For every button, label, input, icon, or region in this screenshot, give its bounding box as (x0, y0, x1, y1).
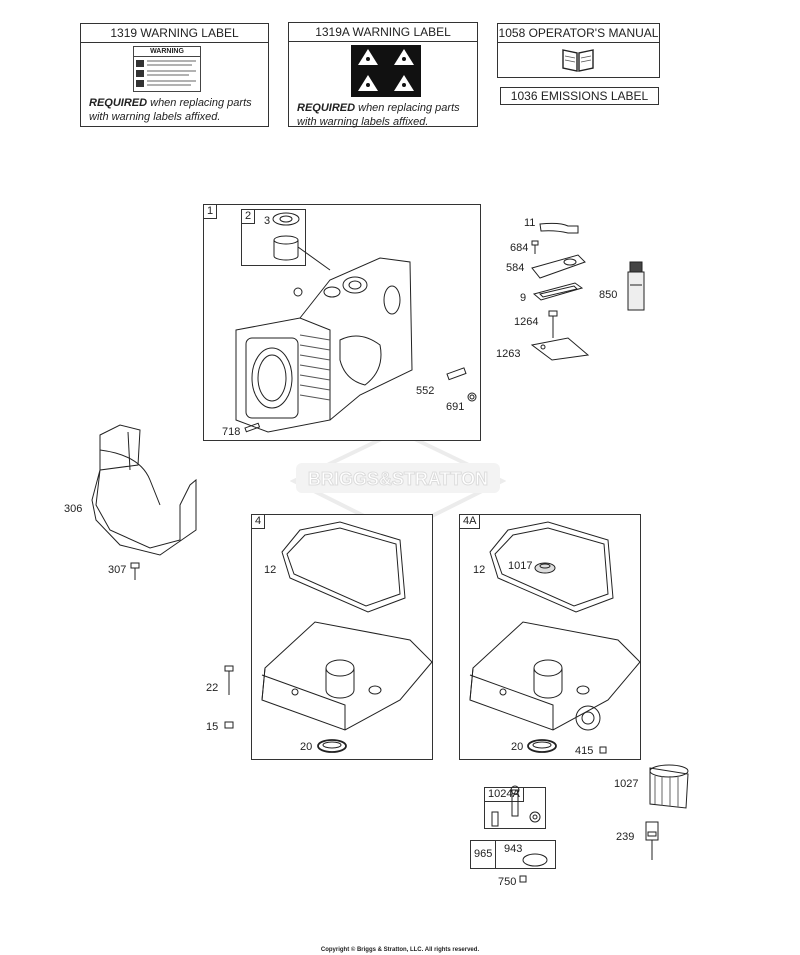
group-2-tag: 2 (241, 209, 256, 224)
oil-sump-part-4 (261, 621, 433, 731)
group-1-tag: 1 (203, 204, 218, 219)
plate-943-part (522, 853, 548, 867)
warning-sticker-heading: WARNING (134, 47, 200, 57)
seal-ring-part (272, 212, 300, 226)
callout-306: 306 (64, 503, 83, 515)
breather-gasket-part (532, 282, 584, 301)
screw-307-part (130, 562, 140, 580)
operators-manual-box: 1058 OPERATOR'S MANUAL (497, 23, 660, 78)
bolt-22-part (224, 665, 234, 695)
warning-label-1319-box: 1319 WARNING LABEL WARNING REQUIRED when… (80, 23, 269, 127)
callout-584: 584 (506, 262, 525, 274)
sump-gasket-part-4 (281, 521, 406, 613)
callout-552: 552 (416, 385, 435, 397)
callout-718: 718 (222, 426, 241, 438)
callout-850: 850 (599, 289, 618, 301)
callout-22: 22 (206, 682, 219, 694)
valve-1024a-part (491, 785, 520, 827)
briggs-watermark-logo: BRIGGS&STRATTON (290, 429, 506, 536)
callout-1027: 1027 (614, 778, 639, 790)
cylinder-block-part (235, 257, 413, 433)
emissions-label-title: 1036 EMISSIONS LABEL (510, 89, 649, 103)
callout-415: 415 (575, 745, 594, 757)
warning-sticker-image: WARNING (133, 46, 201, 92)
warning-label-1319-required-note: REQUIRED when replacing parts with warni… (89, 96, 252, 124)
oil-seal-20-part-4a (527, 739, 557, 753)
callout-691: 691 (446, 401, 465, 413)
warning-label-1319a-required-note: REQUIRED when replacing parts with warni… (297, 101, 460, 129)
oil-pressure-switch-part (645, 821, 659, 860)
operators-manual-title: 1058 OPERATOR'S MANUAL (498, 24, 659, 43)
callout-750: 750 (498, 876, 517, 888)
plug-415-part (599, 746, 607, 754)
sump-gasket-part-4a (489, 521, 614, 613)
oil-filter-part (649, 764, 689, 809)
callout-684: 684 (510, 242, 529, 254)
warning-pictogram-image (351, 45, 421, 97)
callout-1264: 1264 (514, 316, 539, 328)
callout-943: 943 (504, 843, 523, 855)
copyright-notice: Copyright © Briggs & Stratton, LLC. All … (320, 947, 480, 953)
warning-label-1319-title: 1319 WARNING LABEL (81, 24, 268, 43)
oil-sump-part-4a (469, 621, 641, 731)
callout-20-group4: 20 (300, 741, 313, 753)
group-4-tag: 4 (251, 514, 266, 529)
callout-1017: 1017 (508, 560, 533, 572)
bolt-1264-part (548, 310, 558, 338)
callout-307: 307 (108, 564, 127, 576)
callout-12-group4: 12 (264, 564, 277, 576)
screw-750-part (519, 875, 527, 883)
dowel-pin-part (446, 367, 467, 381)
plug-part (467, 392, 477, 402)
watermark-text: BRIGGS&STRATTON (308, 469, 488, 489)
book-icon (562, 49, 594, 72)
reed-plate-part (530, 337, 590, 361)
required-rest: when replacing parts (355, 102, 460, 114)
group-4a-box (459, 514, 641, 760)
required-bold: REQUIRED (297, 102, 356, 114)
callout-15: 15 (206, 721, 219, 733)
blower-housing-part (91, 424, 197, 556)
callout-11: 11 (524, 217, 536, 229)
callout-239: 239 (616, 831, 635, 843)
group-4-box (251, 514, 433, 760)
small-pin-part (244, 422, 261, 433)
breather-cover-part (531, 254, 586, 279)
group-965-tag: 965 (470, 840, 497, 869)
required-rest: when replacing parts (147, 97, 252, 109)
required-line2: with warning labels affixed. (89, 111, 221, 123)
warning-label-1319a-title: 1319A WARNING LABEL (289, 23, 477, 42)
required-line2: with warning labels affixed. (297, 116, 429, 128)
callout-20-group4a: 20 (511, 741, 524, 753)
plug-15-part (224, 721, 234, 729)
group-4a-tag: 4A (459, 514, 481, 529)
callout-1263: 1263 (496, 348, 521, 360)
warning-label-1319a-box: 1319A WARNING LABEL REQUIRED when replac… (288, 22, 478, 129)
cylinder-sleeve-part (273, 235, 299, 261)
required-bold: REQUIRED (89, 97, 148, 109)
callout-3: 3 (264, 215, 271, 227)
callout-12-group4a: 12 (473, 564, 486, 576)
breather-tube-part (539, 222, 579, 234)
callout-9: 9 (520, 292, 527, 304)
oil-fill-cap-1017-part (534, 562, 556, 574)
screw-684-part (531, 240, 539, 254)
valve-plug-part (529, 811, 541, 823)
oil-seal-20-part-4 (317, 739, 347, 753)
sealant-tube-part (627, 261, 645, 311)
emissions-label-box: 1036 EMISSIONS LABEL (500, 87, 659, 105)
warning-sticker-lines (136, 60, 196, 87)
